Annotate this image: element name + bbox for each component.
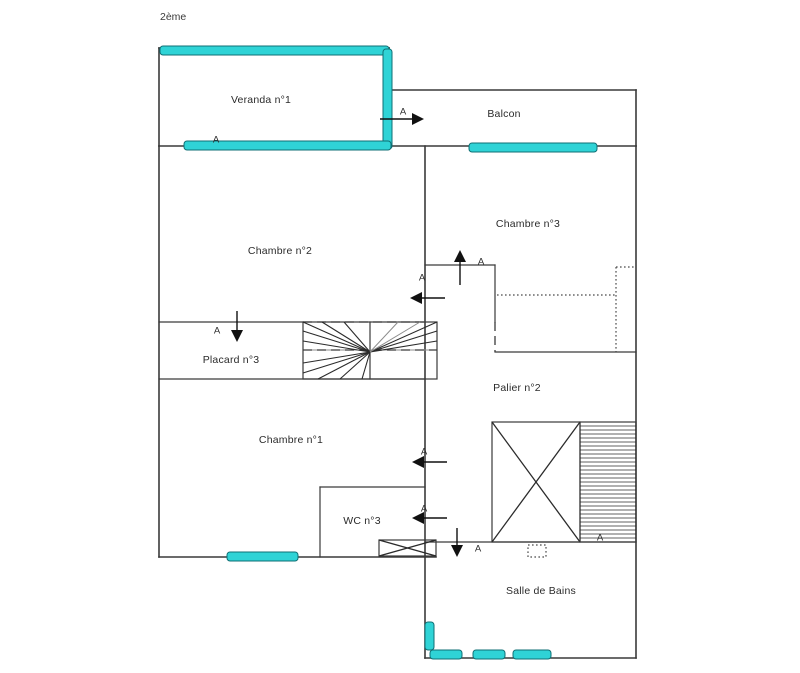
stair-tread-light: [369, 321, 399, 353]
room-label-chambre-2: Chambre n°2: [248, 245, 312, 257]
marker-letter-placard-door: A: [214, 326, 221, 337]
marker-letter-palier-north-door: A: [478, 257, 485, 268]
window-veranda-south: [183, 140, 392, 151]
arrow-chambre2-east: [410, 292, 445, 304]
stair-tread: [302, 330, 371, 353]
room-label-veranda-1: Veranda n°1: [231, 94, 291, 106]
arrow-placard: [231, 311, 243, 342]
marker-letter-veranda-balcon-door: A: [400, 107, 407, 118]
bath-tub-crossed: [491, 421, 581, 543]
stair-tread: [343, 321, 371, 353]
arrow-veranda-balcon: [380, 113, 424, 125]
stair-tread: [339, 351, 371, 380]
stair-tread: [369, 330, 438, 353]
shower-hatched: [579, 421, 637, 543]
stair-tread-light: [369, 321, 421, 353]
window-chambre1-south: [226, 551, 299, 562]
stair-tread: [321, 321, 371, 353]
shower-hatch-lines: [580, 425, 636, 539]
arrow-wc-east: [412, 512, 447, 524]
wc-door-outline: [378, 539, 437, 557]
stair-tread: [302, 351, 371, 364]
room-label-chambre-3: Chambre n°3: [496, 218, 560, 230]
stair-tread: [302, 321, 371, 353]
wc-door-cross-b: [378, 539, 437, 557]
room-label-palier-2: Palier n°2: [493, 382, 541, 394]
arrow-sdb-north: [451, 528, 463, 557]
wall-group-internal: [158, 264, 637, 558]
marker-letters-group: A A A A A A A A A: [213, 107, 604, 555]
room-label-placard-3: Placard n°3: [203, 354, 260, 366]
marker-letter-wc-east-door: A: [421, 504, 428, 515]
arrow-chambre1-east: [412, 456, 447, 468]
room-labels-group: Veranda n°1 Balcon Chambre n°2 Chambre n…: [203, 94, 576, 597]
sdb-small-dotted-fixture: [527, 544, 547, 558]
bath-tub-cross-b: [491, 421, 581, 543]
arrow-palier-north: [454, 250, 466, 285]
stair-tread: [369, 321, 438, 353]
window-sdb-south-3: [512, 649, 552, 660]
stair-tread: [369, 340, 438, 353]
marker-letter-sdb-north-door: A: [475, 544, 482, 555]
stair-tread: [317, 351, 371, 380]
marker-letter-bath-fixture: A: [597, 533, 604, 544]
room-label-balcon: Balcon: [487, 108, 520, 120]
window-sdb-south-1: [429, 649, 463, 660]
room-label-chambre-1: Chambre n°1: [259, 434, 323, 446]
marker-letter-veranda-south-window: A: [213, 135, 220, 146]
window-balcon-south: [468, 142, 598, 153]
window-veranda-east: [382, 48, 393, 150]
windows-group: [159, 45, 598, 660]
room-label-wc-3: WC n°3: [343, 515, 381, 527]
room-label-salle-de-bains: Salle de Bains: [506, 585, 576, 597]
stair-tread: [361, 351, 371, 380]
wc-door-crossed: [378, 539, 437, 557]
window-sdb-south-2: [472, 649, 506, 660]
access-arrows-group: [231, 113, 466, 557]
window-veranda-north: [159, 45, 390, 56]
marker-letter-chambre1-east-door: A: [421, 447, 428, 458]
plan-title: 2ème: [160, 11, 186, 23]
marker-letter-chambre2-east-door: A: [419, 273, 426, 284]
stair-tread: [302, 340, 371, 353]
staircase: [302, 321, 438, 380]
stair-tread: [302, 351, 371, 374]
window-sdb-west: [424, 621, 435, 651]
